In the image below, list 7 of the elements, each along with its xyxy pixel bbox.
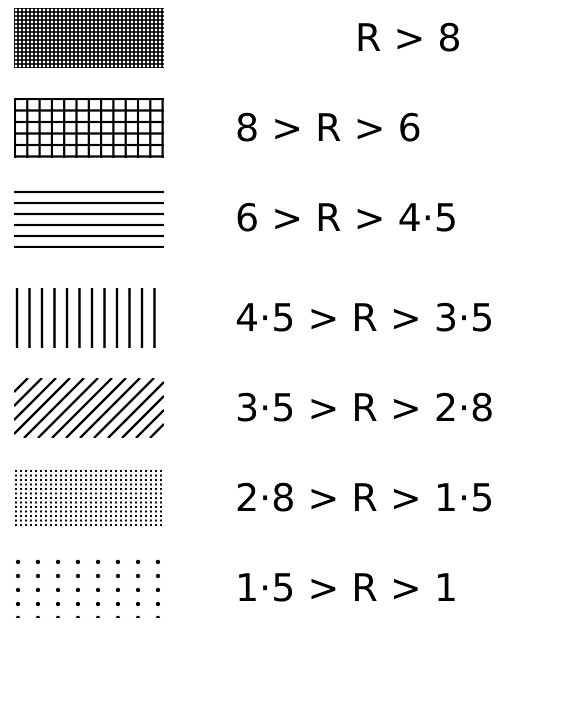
legend-label: 3·5 > R > 2·8: [235, 386, 494, 430]
legend-label: 8 > R > 6: [235, 106, 422, 150]
legend-label: 6 > R > 4·5: [235, 196, 458, 240]
legend-label: 1·5 > R > 1: [235, 566, 458, 610]
legend-label: R > 8: [355, 16, 462, 60]
legend-label: 2·8 > R > 1·5: [235, 476, 494, 520]
legend-label: 4·5 > R > 3·5: [235, 296, 494, 340]
